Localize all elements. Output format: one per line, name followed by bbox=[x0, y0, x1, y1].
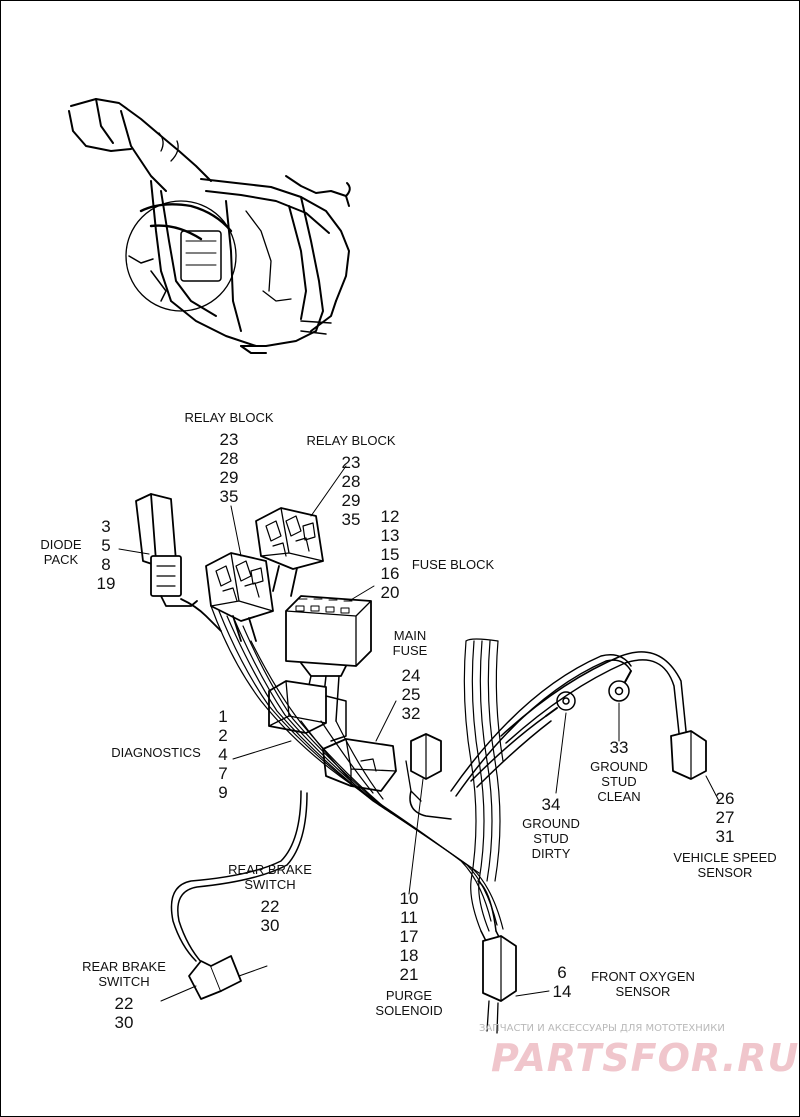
relay-block-left-drawing bbox=[205, 552, 274, 642]
diode-pack-numbers: 3 5 8 19 bbox=[96, 517, 116, 594]
main-harness-trunk bbox=[210, 605, 504, 932]
main-fuse-numbers: 24 25 32 bbox=[401, 666, 421, 724]
relay-block-right-number: 29 bbox=[341, 491, 361, 510]
front-oxygen-sensor-caption: FRONT OXYGEN SENSOR bbox=[591, 969, 695, 999]
relay-block-left-label: RELAY BLOCK 23 28 29 35 bbox=[167, 410, 291, 507]
purge-solenoid-label: 10 11 17 18 21 PURGE SOLENOID bbox=[375, 889, 443, 1019]
fuse-block-numbers: 12 13 15 16 20 bbox=[380, 507, 400, 603]
ground-stud-clean-label: 33 GROUND STUD CLEAN bbox=[590, 738, 648, 804]
rear-brake-switch-drawing bbox=[170, 790, 308, 1000]
fuse-block-caption: FUSE BLOCK bbox=[411, 557, 495, 572]
watermark-logo: PARTSFOR.RU bbox=[491, 1036, 800, 1080]
diode-pack-caption: DIODE PACK bbox=[40, 537, 82, 567]
diode-pack-drawing bbox=[135, 493, 222, 632]
relay-block-right-number: 23 bbox=[341, 452, 361, 472]
relay-block-right-number: 28 bbox=[341, 471, 361, 491]
relay-block-left-number: 35 bbox=[219, 487, 239, 507]
leader-lines bbox=[118, 465, 720, 1002]
relay-block-left-caption: RELAY BLOCK bbox=[184, 410, 274, 425]
diagnostics-numbers: 1 2 4 7 9 bbox=[218, 707, 228, 803]
front-oxygen-sensor-numbers: 6 14 bbox=[552, 963, 572, 1002]
rear-brake-switch-upper-label: REAR BRAKE SWITCH 22 30 bbox=[228, 862, 312, 935]
diagnostics-connector-drawing bbox=[268, 680, 347, 742]
relay-block-left-number: 29 bbox=[219, 468, 239, 487]
ground-stud-wires bbox=[450, 654, 632, 797]
frame-overview-drawing bbox=[68, 98, 351, 354]
relay-block-left-number: 28 bbox=[219, 448, 239, 468]
watermark-tagline: ЗАПЧАСТИ И АКСЕССУАРЫ ДЛЯ МОТОТЕХНИКИ bbox=[479, 1023, 725, 1034]
relay-block-right-drawing bbox=[255, 507, 324, 597]
front-oxygen-sensor-drawing bbox=[477, 880, 517, 1034]
vehicle-speed-sensor-label: 26 27 31 VEHICLE SPEED SENSOR bbox=[673, 789, 777, 881]
main-fuse-caption: MAIN FUSE bbox=[392, 628, 428, 658]
diagnostics-caption: DIAGNOSTICS bbox=[111, 745, 201, 760]
ground-stud-dirty-label: 34 GROUND STUD DIRTY bbox=[522, 795, 580, 861]
vehicle-speed-sensor-drawing bbox=[500, 651, 707, 780]
rear-brake-switch-lower-label: REAR BRAKE SWITCH 22 30 bbox=[82, 959, 166, 1032]
relay-block-right-label: RELAY BLOCK 23 28 29 35 bbox=[289, 433, 413, 530]
purge-solenoid-connector-drawing bbox=[405, 733, 452, 820]
relay-block-right-number: 35 bbox=[341, 510, 361, 530]
relay-block-left-number: 23 bbox=[219, 429, 239, 449]
relay-block-right-caption: RELAY BLOCK bbox=[306, 433, 396, 448]
